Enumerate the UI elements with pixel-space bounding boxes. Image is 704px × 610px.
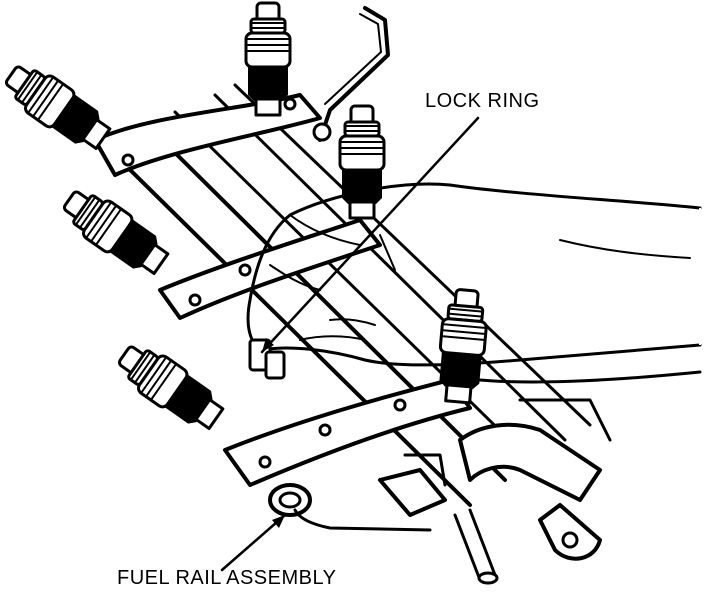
fuel-injector-top-right	[338, 104, 386, 220]
fuel-rail-assembly-label: FUEL RAIL ASSEMBLY	[117, 567, 337, 589]
fuel-injector-left-top	[0, 54, 118, 159]
fuel-rail-tubes	[108, 83, 592, 507]
lock-ring-leader	[260, 116, 480, 354]
lock-ring-clip	[248, 338, 286, 380]
rail-end-fittings	[268, 398, 612, 585]
lock-ring-label: LOCK RING	[425, 90, 540, 112]
regulator-line	[312, 6, 390, 142]
lock-ring-arrowhead	[262, 338, 274, 352]
fuel-rail-arrowhead	[272, 515, 285, 528]
fuel-injector-left-bottom	[110, 334, 231, 439]
hand	[246, 182, 702, 384]
fuel-injector-top-center	[244, 1, 292, 117]
fuel-rail-leader	[220, 513, 287, 572]
